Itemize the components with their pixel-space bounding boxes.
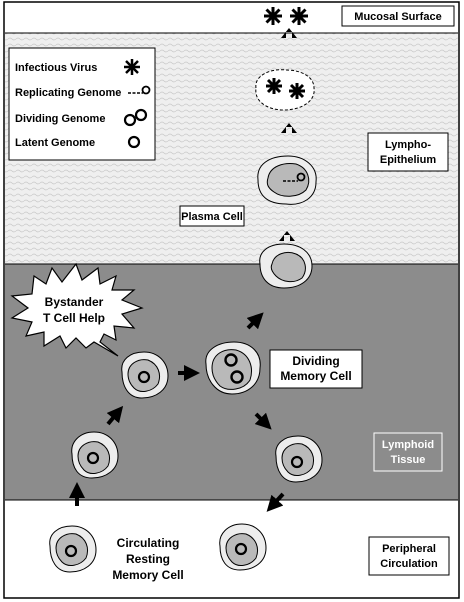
activated-memory-cell — [121, 351, 169, 399]
latent-genome-icon — [127, 135, 141, 149]
arrow-up-icon — [279, 231, 295, 241]
arrow-up-icon — [281, 123, 297, 133]
dividing-genome-icon — [230, 370, 244, 384]
legend-infectious-virus-label: Infectious Virus — [15, 62, 97, 74]
plasma-cell-label-box: Plasma Cell — [179, 205, 245, 227]
bystander-label-line2: T Cell Help — [43, 311, 105, 325]
peripheral-circulation-label-line2: Circulation — [380, 558, 438, 570]
mucosal-surface-label: Mucosal Surface — [354, 11, 441, 23]
mucosal-surface-label-box: Mucosal Surface — [341, 5, 455, 27]
plasma-cell-replicating — [257, 155, 317, 205]
latent-genome-icon — [86, 451, 100, 465]
circulating-label-line2: Resting — [126, 552, 170, 566]
circulating-memory-label: Circulating Resting Memory Cell — [112, 536, 183, 582]
latent-genome-icon — [64, 544, 78, 558]
dividing-memory-label-line2: Memory Cell — [280, 369, 351, 383]
resting-memory-cell — [275, 435, 323, 483]
plasma-cell-label: Plasma Cell — [181, 211, 243, 223]
legend-replicating-genome-label: Replicating Genome — [15, 87, 121, 99]
lymphoid-tissue-label-line1: Lymphoid — [382, 439, 434, 451]
dividing-memory-label-line1: Dividing — [292, 354, 339, 368]
dividing-genome-icon — [123, 108, 148, 127]
latent-genome-icon — [137, 370, 151, 384]
bystander-callout: Bystander T Cell Help — [10, 262, 144, 357]
arrow-up-icon — [281, 28, 297, 38]
arrow-diag-down-icon — [254, 412, 272, 430]
virion-release-bleb — [255, 69, 315, 111]
lymphoid-tissue-label-line2: Tissue — [391, 454, 426, 466]
circulating-memory-cell — [49, 525, 97, 573]
peripheral-circulation-label-box: Peripheral Circulation — [368, 536, 450, 576]
dividing-memory-label-box: Dividing Memory Cell — [269, 349, 363, 389]
dividing-memory-cell — [205, 341, 261, 395]
arrow-diag-down-icon — [266, 492, 285, 512]
legend: Infectious Virus Replicating Genome Divi… — [8, 47, 156, 161]
released-virus-icon — [290, 7, 308, 25]
circulating-label-line3: Memory Cell — [112, 568, 183, 582]
lympho-epithelium-label-line2: Epithelium — [380, 154, 436, 166]
legend-dividing-genome-label: Dividing Genome — [15, 113, 105, 125]
latent-genome-icon — [234, 542, 248, 556]
arrow-diag-up-icon — [106, 405, 124, 426]
latent-genome-icon — [290, 455, 304, 469]
dividing-genome-icon — [224, 353, 238, 367]
released-virus-icon — [264, 7, 282, 25]
lympho-epithelium-label-box: Lympho- Epithelium — [367, 132, 449, 172]
virus-icon — [289, 83, 305, 99]
circulating-label-line1: Circulating — [117, 536, 180, 550]
replicating-genome-icon — [296, 172, 306, 182]
plasma-cell — [259, 243, 313, 289]
replicating-genome-icon — [128, 85, 151, 95]
virus-icon — [124, 59, 140, 75]
bystander-label-line1: Bystander — [45, 295, 104, 309]
peripheral-circulation-label-line1: Peripheral — [382, 543, 436, 555]
lympho-epithelium-label-line1: Lympho- — [385, 139, 431, 151]
arrow-diag-up-icon — [246, 312, 264, 330]
legend-latent-genome-label: Latent Genome — [15, 137, 95, 149]
lymphoid-tissue-label-box: Lymphoid Tissue — [373, 432, 443, 472]
circulating-memory-cell — [219, 523, 267, 571]
resting-memory-cell — [71, 431, 119, 479]
virus-icon — [266, 78, 282, 94]
